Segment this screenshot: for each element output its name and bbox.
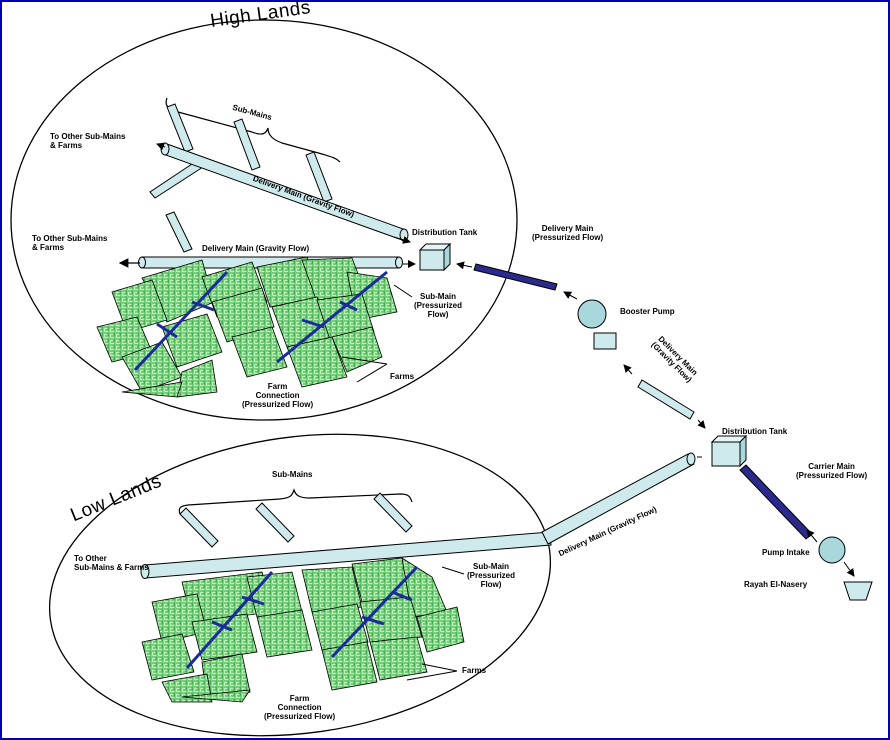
right-distribution-tank bbox=[710, 434, 748, 468]
pump-intake bbox=[818, 536, 873, 601]
ll-farms-label: Farms bbox=[462, 666, 487, 675]
hl-farm-plots bbox=[96, 256, 398, 398]
carrier-main-pipe bbox=[739, 464, 813, 540]
booster-pump bbox=[577, 299, 617, 350]
pump-intake-label: Pump Intake bbox=[762, 548, 810, 557]
low-lands-boundary bbox=[48, 433, 552, 737]
hl-farm-connections bbox=[133, 270, 388, 372]
rayah-el-nasery-label: Rayah El-Nasery bbox=[744, 580, 808, 589]
hl-submain-pressurized-label: Sub-Main (Pressurized Flow) bbox=[414, 292, 463, 319]
pointer-lines bbox=[341, 284, 465, 681]
ll-submain-pressurized-label: Sub-Main (Pressurized Flow) bbox=[467, 562, 516, 589]
ll-delivery-main-rising-pipe bbox=[541, 453, 695, 545]
carrier-main-label: Carrier Main (Pressurized Flow) bbox=[796, 462, 868, 480]
ll-farm-connection-label: Farm Connection (Pressurized Flow) bbox=[264, 694, 336, 721]
booster-pump-label: Booster Pump bbox=[620, 307, 675, 316]
ll-submains-label: Sub-Mains bbox=[272, 470, 313, 479]
hl-farms-label: Farms bbox=[390, 372, 415, 381]
ll-submains-bracket bbox=[178, 488, 413, 515]
hl-to-other-submains-label-1: To Other Sub-Mains & Farms bbox=[50, 132, 126, 150]
hl-distribution-tank bbox=[418, 242, 452, 272]
right-distribution-tank-label: Distribution Tank bbox=[722, 427, 788, 436]
hl-submain-pipes bbox=[149, 103, 333, 253]
hl-delivery-main-gravity-label-2: Delivery Main (Gravity Flow) bbox=[202, 244, 310, 253]
hl-to-other-submains-label-2: To Other Sub-Mains & Farms bbox=[32, 234, 108, 252]
ll-submain-pipes bbox=[179, 492, 413, 548]
delivery-main-gravity-right-pipe bbox=[637, 379, 695, 420]
delivery-main-pressurized-label: Delivery Main (Pressurized Flow) bbox=[532, 224, 604, 242]
ll-to-other-submains-label: To Other Sub-Mains & Farms bbox=[74, 554, 149, 572]
ll-farm-plots bbox=[141, 557, 465, 703]
high-lands-boundary bbox=[10, 19, 518, 421]
delivery-main-pressurized-pipe bbox=[473, 263, 558, 291]
ll-farm-connections bbox=[185, 565, 419, 669]
hl-distribution-tank-label: Distribution Tank bbox=[412, 228, 478, 237]
hl-farm-connection-label: Farm Connection (Pressurized Flow) bbox=[242, 382, 314, 409]
